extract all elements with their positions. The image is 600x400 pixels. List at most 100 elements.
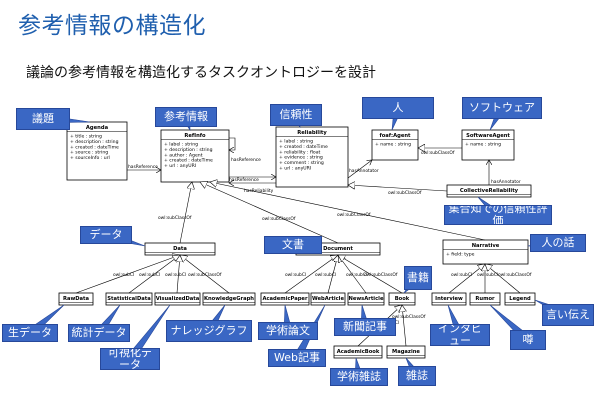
callout-zasshi: 雑誌 [398,366,436,386]
class-legend: Legend [504,292,536,306]
class-name: Rumor [475,296,495,302]
class-interview: Interview [431,292,467,306]
callout-kashika: 可視化データ [100,348,160,370]
edge-legend-subclass [485,264,521,294]
callout-hito-no-hanashi: 人の話 [530,234,586,252]
edge-interview-subclass [448,264,485,294]
slide-subtitle: 議論の参考情報を構造化するタスクオントロジーを設計 [26,65,376,81]
edge-hasannotator [347,160,372,179]
class-rumor: Rumor [469,292,501,306]
callout-bunsho: 文書 [264,236,322,254]
class-name: VisualizedData [156,296,200,302]
class-attribute: + name : string [375,142,411,148]
callout-sankou: 参考情報 [155,107,217,127]
edge-label-subcl-11: owl:subClassOf [498,272,532,278]
edge-label-hasreference-self: hasReference [231,157,261,163]
class-attribute: + created : dateTime [164,158,213,164]
edge-label-subcl-6: owl:subCl [315,272,336,278]
class-book: Book [388,292,416,306]
callout-hito: 人 [362,97,434,119]
class-attribute: + reliability : float [279,149,321,155]
callout-data: データ [80,226,132,244]
class-name: WebArticle [312,296,344,302]
edge-statisticaldata-subclass [128,255,180,294]
class-box [160,129,230,183]
class-name: StatisticalData [107,296,151,302]
class-box [275,126,349,188]
edge-knowledgegraph-subclass [180,255,230,294]
edge-label-subcl-1: owl:subCl [113,272,134,278]
edge-narrative-subclass [210,182,486,241]
class-attribute: + comment : string [279,160,324,166]
edge-collective-subclass [348,185,448,192]
callout-shinrai: 信頼性 [270,104,322,126]
class-knowledgegraph: KnowledgeGraph [202,292,256,306]
edge-label-hasannotator: hasAnnotator [349,168,379,174]
callout-knowledge: ナレッジグラフ [166,320,252,342]
class-name: RefInfo [184,133,206,139]
class-academicbook: AcademicBook [333,345,383,359]
class-visualizeddata: VisualizedData [154,292,201,306]
slide-title: 参考情報の構造化 [18,13,206,39]
edge-webarticle-subclass [327,255,338,294]
class-collective: CollectiveReliability [446,184,532,198]
class-foafagent: foaf:Agent + name : string [371,129,419,161]
class-refinfo: RefInfo + label : string+ description : s… [160,129,230,183]
class-name: CollectiveReliability [460,188,519,194]
callout-toukei: 統計データ [68,324,130,342]
edge-label-subclass-collective: owl:subClassOf [388,190,422,196]
class-data: Data [144,242,216,256]
class-attribute: + source : string [70,150,108,156]
class-attribute: + created : dateTime [70,144,119,150]
edge-data-subclass [179,182,192,244]
edge-label-subclass-data: owl:subClassOf [158,215,192,221]
class-name: Agenda [86,125,109,131]
class-attribute: + name : string [465,142,501,148]
edge-label-annotator-2: hasAnnotator [491,179,521,185]
edge-label-subcl-4: owl:subClassOf [188,272,222,278]
callout-iitsutae: 言い伝え [542,304,594,326]
class-magazine: Magazine [386,345,426,359]
callout-gidai: 議題 [16,108,70,130]
class-name: Document [323,246,353,252]
class-rawdata: RawData [58,292,94,306]
class-attribute: + label : string [164,142,198,148]
edge-label-subclass-software: owl:subClassOf [421,150,455,156]
class-box [461,129,515,161]
class-narrative: Narrative+ field: type [442,239,529,265]
class-name: Magazine [392,349,420,355]
class-name: foaf:Agent [379,133,411,139]
edge-label-subcl-2: owl:subCl [139,272,160,278]
class-name: AcademicPaper [262,296,307,302]
callout-software: ソフトウェア [462,97,542,119]
class-name: NewsArticle [349,296,384,302]
edge-label-subclass-document: owl:subClassOf [262,216,296,222]
class-agenda: Agenda+ title : string+ description : st… [66,121,128,181]
class-softwareagent: SoftwareAgent + name : string [461,129,515,161]
callout-gakujutsu-ronbun: 学術論文 [258,322,318,340]
edge-visualizeddata-subclass [177,255,180,294]
class-name: SoftwareAgent [466,133,510,139]
class-name: Narrative [472,243,500,249]
edge-label-hasreliability: hasReliability [244,188,274,194]
callout-interview: インタビュー [430,324,490,346]
class-attribute: + created : dateTime [279,144,328,150]
class-name: KnowledgeGraph [204,296,254,302]
class-attribute: + description : string [164,147,213,153]
class-attribute: + sourceInfo : url [70,155,110,161]
class-name: AcademicBook [337,349,380,355]
class-name: Legend [509,296,531,302]
callout-gakujutsu-zasshi: 学術雑誌 [330,368,388,386]
edge-book-subclass [338,255,403,294]
class-reliability: Reliability+ label : string+ created : d… [275,126,349,188]
edge-academicpaper-subclass [284,255,338,294]
class-statisticaldata: StatisticalData [105,292,153,306]
callout-web-kiji: Web記事 [268,349,326,367]
edge-label-subcl-5: owl:subCl [285,272,306,278]
class-webarticle: WebArticle [310,292,346,306]
edge-self-hasreference [229,137,236,150]
edge-rawdata-subclass [75,255,180,294]
class-attribute: + label : string [279,139,313,145]
edge-label-subcl-13: owl:subClassOf [392,314,426,320]
